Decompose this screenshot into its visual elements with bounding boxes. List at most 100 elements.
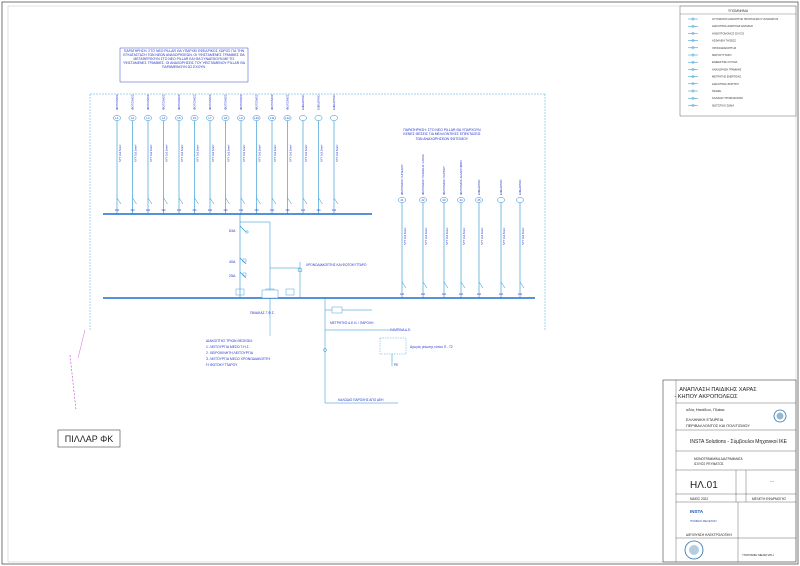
- top-feeder-rating: 10A: [115, 209, 120, 212]
- insta-name: INSTA: [690, 509, 704, 514]
- top-feeder-terminal: [221, 115, 230, 121]
- top-feeder-terminal: [113, 115, 121, 121]
- bottom-feeder-breaker: [500, 281, 506, 289]
- bottom-feeder-terminal: [440, 197, 448, 203]
- top-feeder-label: ΦΩΤΙΣΜΟΣ: [208, 94, 212, 110]
- top-feeder-breaker: [163, 197, 168, 205]
- top-feeder-code: L4: [162, 116, 166, 120]
- legend-item: ΔΙΑΚΟΠΤΗΣ ΦΟΡΤΙΟΥ: [688, 82, 740, 86]
- legend-title: ΥΠΟΜΝΗΜΑ: [728, 9, 749, 13]
- legend: ΥΠΟΜΝΗΜΑ ΑΥΤΟΜΑΤΟΣ ΔΙΑΚΟΠΤΗΣ ΠΡΟΣΤΑΣΙΑΣ …: [679, 5, 797, 117]
- top-feeder-terminal: [144, 115, 152, 121]
- panel-label: ΠΙΝΑΚΑΣ Γ.Φ.Σ.: [250, 311, 275, 315]
- top-feeder-breaker: [147, 197, 153, 205]
- switch-description: ΔΙΑΚΟΠΤΗΣ ΤΡΙΩΝ ΘΕΣΕΩΝ: 1. ΛΕΙΤΟΥΡΓΙΑ ΜΕ…: [205, 318, 271, 367]
- bottom-feeder-rating: 10A: [459, 293, 464, 296]
- bottom-feeder-cable: NYY 3x2.5mm²: [445, 227, 449, 245]
- legend-item-label: ΔΙΑΚΟΠΤΗΣ ΦΟΡΤΙΟΥ: [712, 82, 740, 86]
- panel-label-box: [261, 289, 279, 299]
- legend-item-label: ΦΩΤΙΣΤΙΚΟ ΣΩΜΑ: [712, 103, 734, 107]
- top-feeder-cable: NYY 3x2.5mm²: [196, 144, 200, 162]
- top-feeder-rating: 10A: [161, 209, 166, 212]
- top-feeder-terminal: [237, 115, 245, 121]
- legend-symbol-mark: [691, 104, 695, 107]
- bottom-feeder-code: 25: [477, 198, 481, 202]
- top-feeder-code: L9: [239, 116, 243, 120]
- top-feeder-breaker: [271, 197, 277, 205]
- bottom-feeder-breaker: [401, 281, 407, 289]
- bottom-feeder-cable: NYY 3x2.5mm²: [480, 227, 484, 245]
- top-feeder-rating: 10A: [270, 209, 275, 212]
- pillar-label-box: [57, 429, 121, 448]
- bottom-feeder-breaker: [422, 281, 428, 289]
- drawing-desc-2: ΙΣΧΥΟΣ ΡΕΥΜΑΤΟΣ: [694, 462, 724, 466]
- top-feeder-breaker: [318, 197, 323, 205]
- top-feeder-terminal: [268, 115, 276, 121]
- top-feeder-cable: NYY 3x2.5mm²: [273, 144, 277, 162]
- legend-item-label: ΑΣΦΑΛΕΙΑ ΤΗΞΕΩΣ: [712, 39, 736, 43]
- consultant-seal: [684, 540, 704, 560]
- drawing-number: ΗΛ.01: [690, 480, 718, 491]
- legend-item-label: ΦΩΤΟΚΥΤΤΑΡΟ: [712, 53, 731, 57]
- firm-small: ΓΡΑΦΕΙΟ ΜΕΛΕΤΩΝ: [690, 519, 717, 523]
- legend-symbol-mark: [691, 39, 695, 42]
- legend-symbol-mark: [691, 75, 695, 79]
- bottom-feeder-terminal: [497, 197, 505, 203]
- pillar-label: ΠΙΛΛΑΡ ΦΚ: [65, 434, 114, 444]
- sheet-inner-frame: [7, 5, 797, 563]
- org-line-2: ΠΕΡΙΒΑΛΛΟΝΤΟΣ ΚΑΙ ΠΟΛΙΤΙΣΜΟΥ: [686, 424, 750, 428]
- bottom-feeder-rating: 10A: [421, 293, 426, 296]
- desc-line-3: 3. ΛΕΙΤΟΥΡΓΙΑ ΜΕΣΩ ΧΡΟΝΟΔΙΑΚΟΠΤΗ: [206, 357, 271, 361]
- top-feeder-breaker: [116, 197, 122, 205]
- project-title-2: - ΚΗΠΟΥ ΑΚΡΟΠΟΛΕΩΣ: [674, 394, 738, 400]
- top-feeder-cable: NYY 3x2.5mm²: [149, 144, 153, 162]
- designer-role: ΔΙΕΥΘΥΝΣΗ ΗΛΕΚΤΡΟΛΟΓΙΚΗ: [686, 533, 733, 537]
- note-right: ΠΑΡΑΤΗΡΗΣΗ: ΣΤΟ ΝΕΟ PILLAR ΘΑ ΥΠΑΡΧΟΥΝ Κ…: [403, 128, 480, 141]
- bottom-feeder-label: ΦΩΤΙΣΜΟΣ ΓΗΠΕΔΟΥ: [400, 164, 404, 195]
- legend-item-label: ΧΡΟΝΟΔΙΑΚΟΠΤΗΣ: [712, 46, 736, 50]
- bottom-feeder-rating: 10A: [499, 293, 504, 296]
- top-feeder-cable: NYY 3x2.5mm²: [258, 144, 262, 162]
- top-feeder-code: L11: [270, 116, 275, 120]
- meter-label: ΜΕΤΡΗΤΗΣ Δ.Ε.Η. / ΠΑΡΟΧΗ: [330, 321, 374, 325]
- top-feeder-breaker: [302, 197, 308, 205]
- top-feeder-code: L10: [254, 116, 259, 120]
- top-feeder-breaker: [333, 197, 339, 205]
- bottom-feeder-breaker: [460, 281, 466, 289]
- desc-line-4: Ή ΦΩΤΟΚΥΤΤΑΡΟΥ: [205, 363, 238, 367]
- top-feeder-cable: NYY 3x2.5mm²: [304, 144, 308, 162]
- rcd-b-label: 25A: [229, 274, 236, 278]
- legend-item-label: ΗΛΕΚΤΡΟΝΟΜΟΣ ΙΣΧΥΟΣ: [712, 31, 744, 35]
- top-feeder-breaker: [178, 197, 184, 205]
- footer-signature: ΥΠΟΓΡΑΦΗ ΜΕΛΕΤΗΤΗ: [742, 553, 773, 557]
- top-feeder-rating: 10A: [285, 209, 290, 212]
- legend-item: ΓΕΙΩΣΗ: [688, 89, 721, 93]
- top-feeder-label: ΦΩΤΙΣΜΟΣ: [224, 94, 228, 110]
- bottom-feeder-code: 23: [442, 198, 446, 202]
- top-feeder-label: ΕΦΕΔΡΙΚΟ: [332, 94, 336, 110]
- legend-item: ΜΕΤΡΗΤΗΣ ΕΝΕΡΓΕΙΑΣ: [688, 75, 742, 79]
- top-feeder-label: ΦΩΤΙΣΜΟΣ: [239, 94, 243, 110]
- top-feeder-cable: NYY 3x2.5mm²: [335, 144, 339, 162]
- bottom-feeder-rating: 10A: [442, 293, 447, 296]
- desc-line-2: 2. ΧΕΙΡΟΚΙΝΗΤΗ ΛΕΙΤΟΥΡΓΙΑ: [206, 351, 254, 355]
- bottom-feeder-cable: NYY 3x2.5mm²: [462, 227, 466, 245]
- bottom-feeder-code: 24: [459, 198, 463, 202]
- org-line-1: ΕΛΛΗΝΙΚΗ ΕΤΑΙΡΕΙΑ: [686, 418, 724, 422]
- legend-item: ΑΣΦΑΛΕΙΑ ΤΗΞΕΩΣ: [688, 39, 736, 43]
